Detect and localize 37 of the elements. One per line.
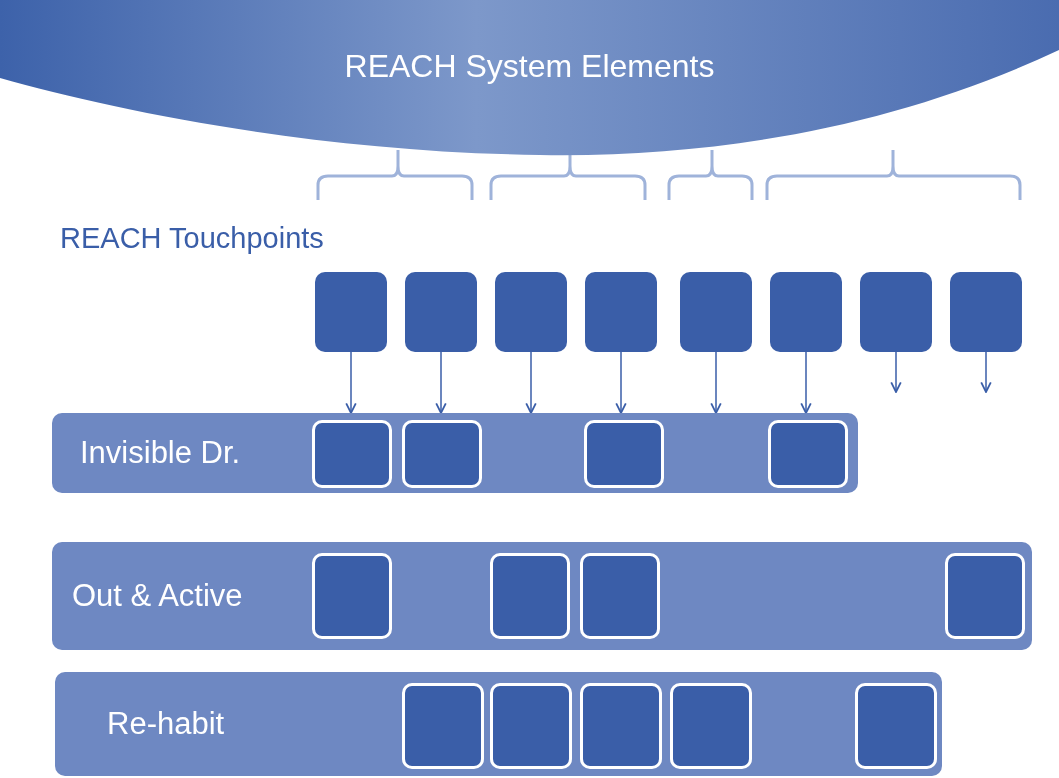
section-label: REACH Touchpoints	[60, 222, 324, 255]
band-label: Out & Active	[72, 578, 243, 614]
arrow	[435, 351, 447, 414]
touchpoint-square	[315, 272, 387, 352]
arrow	[615, 351, 627, 414]
touchpoint-square	[860, 272, 932, 352]
arrow	[345, 351, 357, 414]
touchpoint-square	[580, 683, 662, 769]
category-band	[52, 413, 858, 493]
touchpoint-square	[402, 420, 482, 488]
touchpoint-square	[580, 553, 660, 639]
touchpoint-square	[945, 553, 1025, 639]
category-band	[52, 542, 1032, 650]
touchpoint-square	[768, 420, 848, 488]
band-label: Re-habit	[107, 706, 225, 742]
arrow	[800, 351, 812, 414]
touchpoint-square	[670, 683, 752, 769]
touchpoint-square	[585, 272, 657, 352]
arrow	[980, 351, 992, 393]
arrow	[710, 351, 722, 414]
touchpoint-square	[770, 272, 842, 352]
touchpoint-square	[855, 683, 937, 769]
touchpoint-square	[402, 683, 484, 769]
touchpoint-square	[680, 272, 752, 352]
arrow	[525, 351, 537, 414]
touchpoint-square	[405, 272, 477, 352]
touchpoint-square	[495, 272, 567, 352]
band-label: Invisible Dr.	[80, 435, 241, 471]
touchpoint-square	[312, 553, 392, 639]
touchpoint-square	[312, 420, 392, 488]
category-band	[55, 672, 942, 776]
touchpoint-square	[584, 420, 664, 488]
touchpoint-square	[490, 683, 572, 769]
touchpoint-square	[950, 272, 1022, 352]
touchpoint-square	[490, 553, 570, 639]
header-title: REACH System Elements	[344, 47, 715, 86]
arrow	[890, 351, 902, 393]
